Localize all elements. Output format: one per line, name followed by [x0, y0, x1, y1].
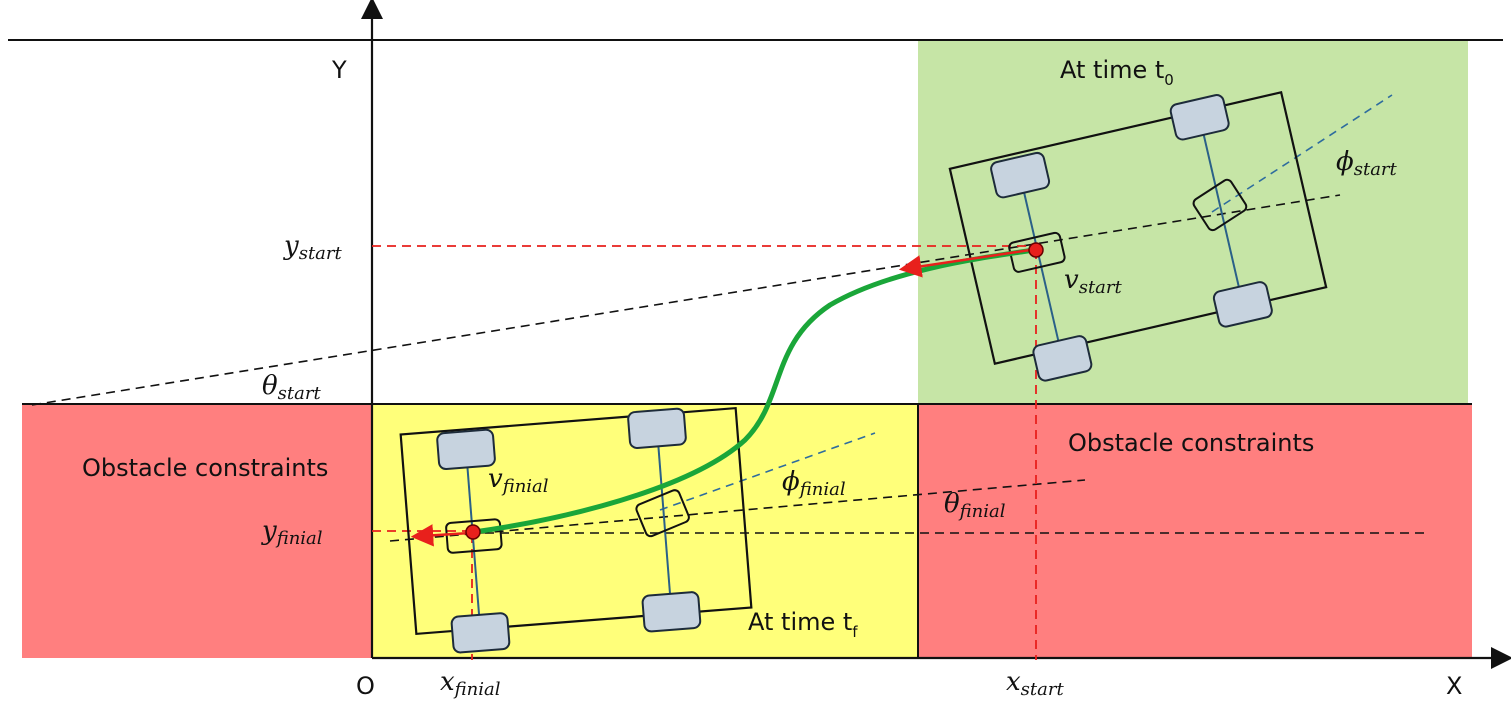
v-start-label: vstart	[1064, 265, 1123, 298]
start-horizontal-heading	[389, 479, 1086, 542]
y-final-label: yfinial	[261, 516, 323, 549]
final-ref-wheel	[445, 518, 503, 554]
obstacle-right-label: Obstacle constraints	[1068, 429, 1314, 457]
x-axis-label: X	[1446, 672, 1462, 700]
start-rear-steer-wheel	[1192, 178, 1248, 232]
obstacle-right	[918, 405, 1472, 658]
final-region-label: At time tf	[748, 608, 858, 641]
obstacle-left-label: Obstacle constraints	[82, 454, 328, 482]
x-final-label: xfinial	[440, 667, 501, 700]
theta-final-label: θfinial	[944, 489, 1006, 522]
y-start-label: ystart	[283, 231, 343, 264]
trajectory-curve	[471, 247, 1037, 535]
start-region	[918, 40, 1468, 404]
phi-final-ray	[659, 432, 876, 511]
final-rear-right-wheel	[641, 591, 702, 633]
start-front-left-wheel	[990, 151, 1051, 199]
phi-start-label: ϕstart	[1336, 147, 1398, 180]
v-final-label: vfinial	[488, 464, 549, 497]
phi-final-label: ϕfinial	[782, 467, 846, 500]
start-front-right-wheel	[1032, 335, 1093, 382]
final-rear-left-wheel	[627, 407, 687, 449]
v-start-arrow	[898, 248, 1031, 278]
start-vehicle	[948, 91, 1328, 382]
theta-start-ray	[31, 194, 1341, 406]
start-ref-wheel	[1008, 231, 1066, 273]
final-reference-point	[465, 524, 481, 540]
v-final-arrow	[410, 524, 471, 547]
final-front-left-wheel	[436, 428, 496, 471]
start-reference-point	[1028, 242, 1044, 258]
y-axis-label: Y	[331, 56, 347, 84]
phi-start-ray	[1211, 94, 1393, 213]
origin-label: O	[356, 672, 375, 700]
x-start-label: xstart	[1006, 667, 1064, 700]
start-region-label: At time t0	[1060, 56, 1174, 89]
start-rear-right-wheel	[1212, 281, 1273, 328]
obstacle-left	[22, 405, 372, 658]
final-front-right-wheel	[450, 612, 511, 654]
start-rear-left-wheel	[1169, 94, 1230, 141]
final-rear-steer-wheel	[635, 489, 690, 538]
theta-start-label: θstart	[262, 371, 321, 404]
